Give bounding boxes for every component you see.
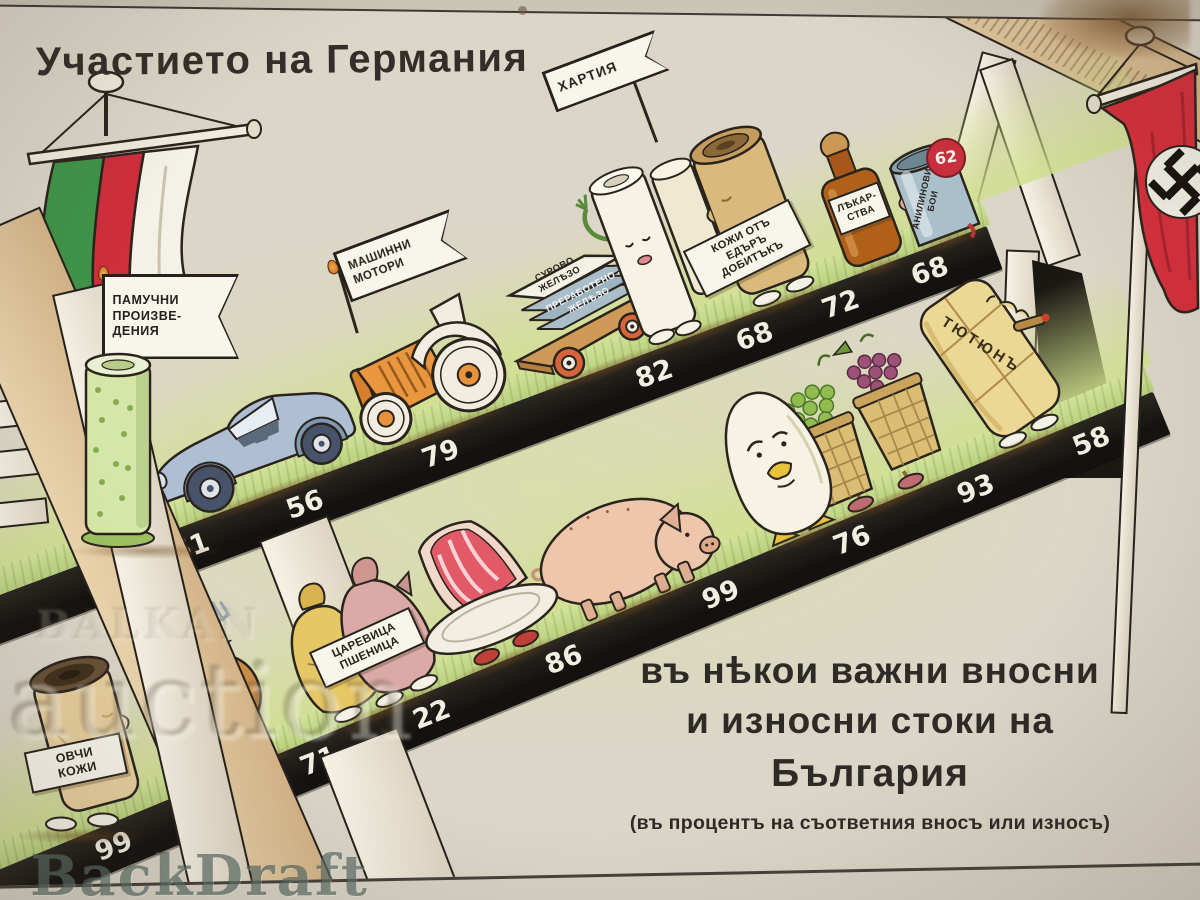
tractor-figure: МАШИННИ МОТОРИ [285,199,528,461]
sign-text: ДЕНИЯ [112,324,160,339]
sign-text: ПАМУЧНИ [112,293,179,308]
page-title: Участието на Германия [35,35,529,85]
meat-plate-figure [379,487,577,688]
egg-figure [692,367,859,557]
sign-text: ПРОИЗВЕ- [112,308,182,323]
tobacco-bale-figure: ТЮТЮНЪ [894,247,1090,470]
paper-flag: ХАРТИЯ [541,30,669,113]
caption-text: въ нѣкои важни вносни и износни стоки на… [560,646,1180,836]
watermark-bottom: BackDraft [30,843,369,900]
imports-ramp: 61 56 79 82 68 72 68 [0,0,1200,653]
watermark-large: auction [8,642,414,761]
stain-blotch [1040,0,1190,58]
medicine-bottle-figure: ЛѢКАР-СТВА [794,120,914,279]
card-top-edge [0,0,1200,22]
german-flag [1082,22,1200,322]
automobile-figure [121,346,377,534]
exports-ramp: 99 71 22 86 99 76 93 58 [0,156,1200,900]
caption-line-2: и износни стоки на [686,700,1054,742]
caption-line-1: въ нѣкои важни вносни [640,650,1100,691]
caption-note: (въ процентъ на съответния вносъ или изн… [629,811,1111,834]
cotton-products-sign: ПАМУЧНИ ПРОИЗВЕ- ДЕНИЯ [102,274,239,359]
stain-dot [518,6,527,15]
flag-text: ХАРТИЯ [555,58,620,95]
caption-line-3: България [771,751,969,795]
cotton-roll-figure: ПАМУЧНИ ПРОИЗВЕ- ДЕНИЯ [58,266,239,559]
watermark-small: BALKAN [34,600,262,649]
pig-figure [503,449,728,640]
